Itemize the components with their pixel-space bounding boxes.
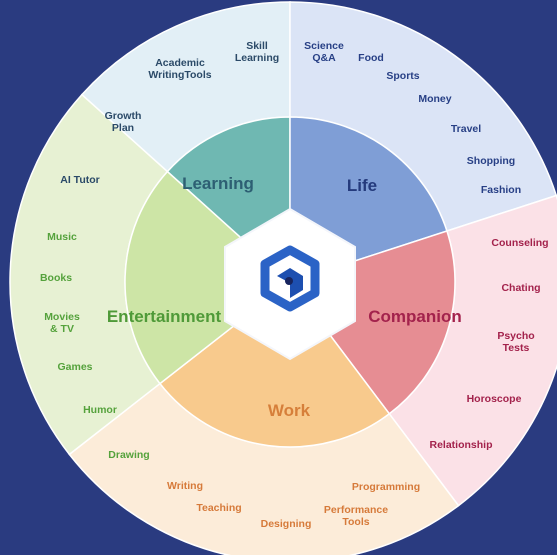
item-label-designing: Designing	[261, 518, 312, 530]
item-label-travel: Travel	[451, 123, 481, 135]
item-label-programming: Programming	[352, 481, 420, 493]
category-label-companion: Companion	[368, 307, 462, 326]
item-label-movies-tv: Movies& TV	[44, 311, 80, 335]
item-label-games: Games	[57, 361, 92, 373]
item-label-shopping: Shopping	[467, 155, 515, 167]
item-label-chating: Chating	[501, 282, 540, 294]
item-label-counseling: Counseling	[491, 237, 548, 249]
item-label-ai-tutor: AI Tutor	[60, 174, 99, 186]
item-label-humor: Humor	[83, 404, 117, 416]
outer-ring	[9, 1, 557, 555]
center-logo-group	[224, 207, 356, 361]
item-label-teaching: Teaching	[196, 502, 241, 514]
item-label-books: Books	[40, 272, 72, 284]
category-label-learning: Learning	[182, 174, 254, 193]
cube-logo-icon	[260, 245, 320, 312]
item-label-fashion: Fashion	[481, 184, 521, 196]
item-label-food: Food	[358, 52, 384, 64]
item-label-money: Money	[418, 93, 451, 105]
item-label-writing: Writing	[167, 480, 203, 492]
item-label-drawing: Drawing	[108, 449, 149, 461]
item-label-music: Music	[47, 231, 77, 243]
category-label-life: Life	[347, 176, 377, 195]
category-label-entertainment: Entertainment	[107, 307, 222, 326]
item-label-relationship: Relationship	[429, 439, 492, 451]
item-label-sports: Sports	[386, 70, 419, 82]
category-label-work: Work	[268, 401, 311, 420]
item-label-horoscope: Horoscope	[467, 393, 522, 405]
